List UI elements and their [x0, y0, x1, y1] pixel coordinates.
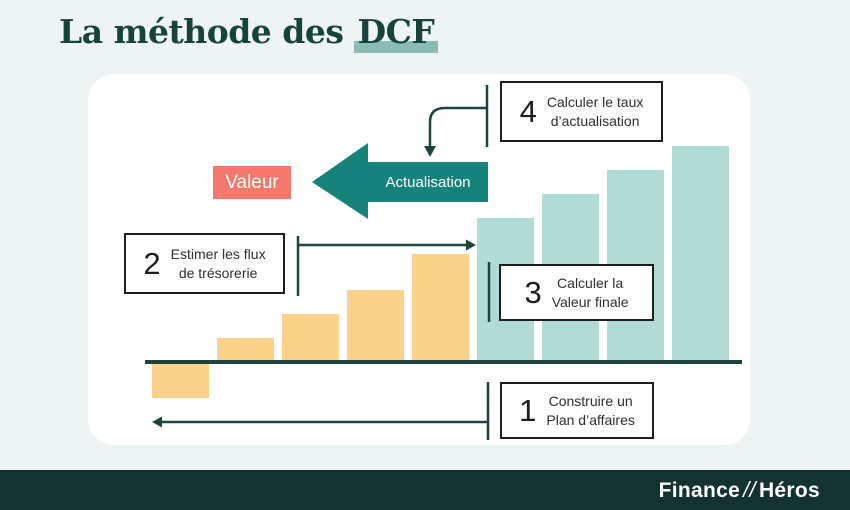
chart-bar — [412, 254, 469, 362]
page-title-highlight: DCF — [354, 12, 438, 53]
step3-line2: Valeur finale — [551, 293, 629, 310]
page-title: La méthode des DCF — [59, 12, 438, 51]
step-box-4: 4 Calculer le taux d’actualisation — [500, 81, 663, 142]
chart-bar — [282, 314, 339, 362]
step4-line1: Calculer le taux — [546, 93, 644, 110]
step1-number: 1 — [519, 393, 537, 428]
footer-bar: Finance//Héros — [0, 470, 850, 510]
elbow-arrow-step4-to-actualisation — [428, 106, 487, 147]
step4-label: Calculer le taux d’actualisation — [547, 93, 644, 131]
step3-number: 3 — [524, 275, 542, 310]
page-title-text: La méthode des — [59, 12, 344, 51]
step2-line1: Estimer les flux — [170, 245, 266, 262]
step4-number: 4 — [519, 94, 537, 129]
step1-label: Construire un Plan d’affaires — [546, 392, 634, 430]
actualisation-arrow — [312, 143, 488, 219]
step-box-2: 2 Estimer les flux de trésorerie — [124, 233, 285, 294]
chart-bar — [217, 338, 274, 362]
arrowhead-down — [424, 146, 436, 157]
valeur-badge: Valeur — [213, 166, 291, 199]
brand-first: Finance — [658, 479, 741, 502]
chart-bar — [672, 146, 729, 362]
step-box-1: 1 Construire un Plan d’affaires — [500, 382, 654, 439]
arrowhead-right — [466, 239, 476, 251]
step2-label: Estimer les flux de trésorerie — [171, 245, 266, 283]
brand-second: Héros — [758, 479, 820, 502]
brand-logo: Finance//Héros — [659, 477, 820, 503]
actualisation-label: Actualisation — [385, 173, 471, 191]
arrowhead-left — [152, 416, 162, 428]
step3-label: Calculer la Valeur finale — [552, 274, 629, 312]
chart-baseline — [145, 360, 742, 364]
chart-bar — [347, 290, 404, 362]
step4-line2: d’actualisation — [550, 112, 640, 129]
brand-slashes-icon: // — [743, 477, 756, 502]
chart-bar — [152, 364, 209, 398]
step1-line1: Construire un — [548, 392, 633, 409]
step2-line2: de trésorerie — [178, 264, 258, 281]
step-box-3: 3 Calculer la Valeur finale — [499, 264, 654, 321]
step3-line1: Calculer la — [557, 274, 624, 291]
step1-line2: Plan d’affaires — [546, 411, 635, 428]
step2-number: 2 — [143, 246, 161, 281]
